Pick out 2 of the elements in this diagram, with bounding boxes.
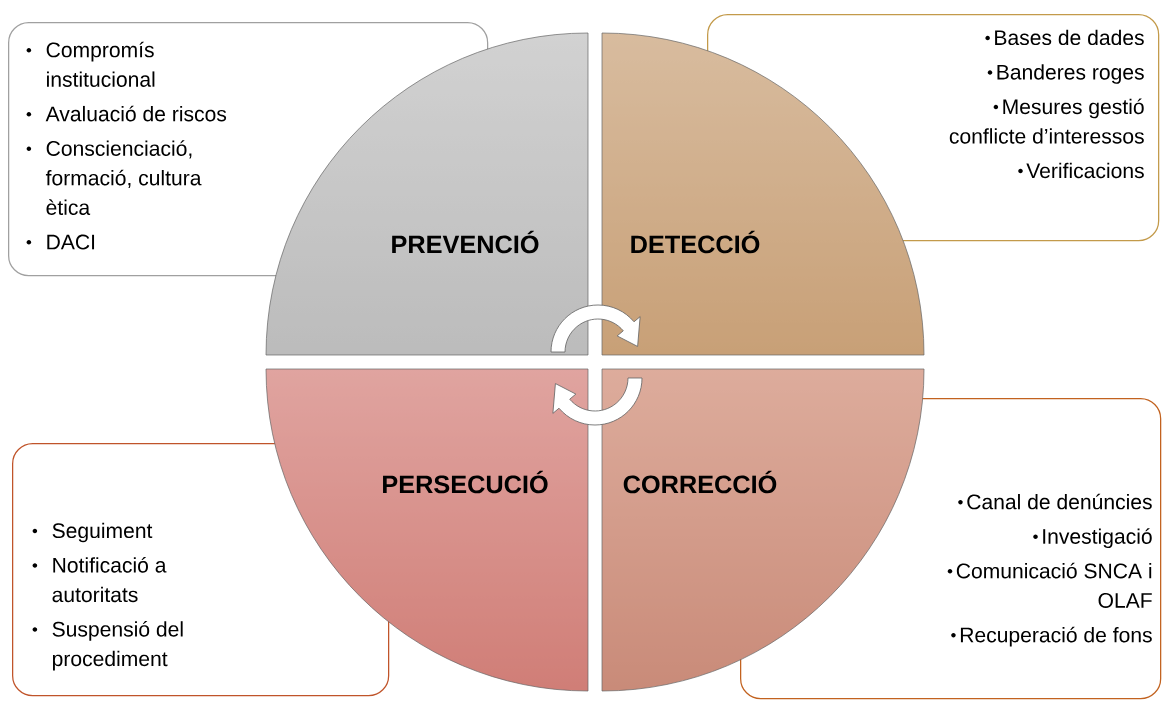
curved-arrow xyxy=(550,304,641,353)
curved-arrow xyxy=(552,377,643,426)
